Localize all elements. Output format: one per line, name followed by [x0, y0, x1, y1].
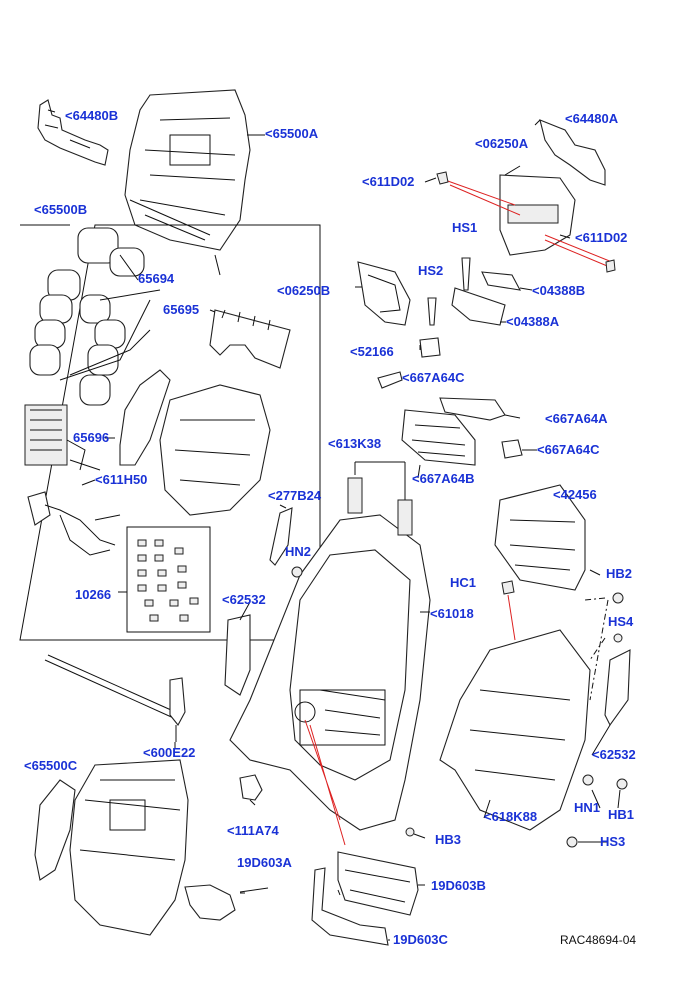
- cover-06250a: [499, 174, 576, 256]
- label-613k38: <613K38: [328, 436, 382, 451]
- back-frame-inner: [159, 384, 271, 516]
- label-hn2: HN2: [285, 544, 312, 559]
- clip-611d02-left: [436, 171, 449, 185]
- screw-hs1: [461, 257, 471, 291]
- label-611h50: <611H50: [95, 472, 148, 487]
- nut-hn1: [582, 774, 594, 786]
- red-leader-lines-mid: [304, 594, 516, 846]
- panel-667a64b: [401, 409, 476, 466]
- rod-600e22: [44, 654, 186, 742]
- screw-hs3: [566, 836, 578, 848]
- frame-618k88: [439, 629, 591, 831]
- label-65694: 65694: [138, 271, 175, 286]
- label-65696: 65696: [73, 430, 110, 445]
- actuator-613k38: [347, 461, 413, 536]
- label-61018: <61018: [430, 606, 474, 621]
- cover-667a64c-bottom: [501, 439, 523, 459]
- diagram-reference: RAC48694-04: [560, 933, 637, 947]
- cover-667a64a: [439, 397, 506, 421]
- bracket-04388a: [451, 287, 506, 326]
- label-leader-lines: [81, 119, 621, 941]
- label-10266: 10266: [75, 587, 112, 602]
- label-111a74: <111A74: [227, 823, 279, 838]
- label-600e22: <600E22: [143, 745, 196, 760]
- bracket-62532-left: [224, 614, 251, 696]
- label-19d603a: 19D603A: [237, 855, 292, 870]
- bracket-62532-right: [604, 649, 631, 727]
- label-42456: <42456: [553, 487, 597, 502]
- harness-611h50: [27, 491, 121, 556]
- label-06250a: <06250A: [475, 136, 529, 151]
- label-hs2: HS2: [418, 263, 444, 278]
- label-hb1: HB1: [608, 807, 635, 822]
- bracket-04388b: [481, 271, 522, 291]
- label-52166: <52166: [350, 344, 394, 359]
- label-65500a: <65500A: [265, 126, 319, 141]
- label-667a64b: <667A64B: [412, 471, 475, 486]
- label-hs3: HS3: [600, 834, 626, 849]
- screw-hs2: [427, 297, 437, 326]
- cover-667a64c-top: [377, 371, 403, 389]
- panel-06250b: [357, 261, 411, 326]
- label-611d02-left: <611D02: [362, 174, 415, 189]
- label-618k88: <618K88: [484, 809, 538, 824]
- frame-42456: [494, 484, 586, 591]
- label-65500c: <65500C: [24, 758, 78, 773]
- label-hs4: HS4: [608, 614, 634, 629]
- label-667a64c-top: <667A64C: [402, 370, 465, 385]
- module-65696: [24, 404, 101, 471]
- bracket-277b24: [269, 507, 293, 566]
- label-04388b: <04388B: [532, 283, 586, 298]
- label-62532-left: <62532: [222, 592, 266, 607]
- part-19d603c: [311, 867, 389, 946]
- label-hs1: HS1: [452, 220, 478, 235]
- clip-hc1: [501, 580, 515, 595]
- label-667a64a: <667A64A: [545, 411, 608, 426]
- label-hc1: HC1: [450, 575, 477, 590]
- label-65500b: <65500B: [34, 202, 88, 217]
- main-frame-61018: [229, 514, 431, 831]
- connector-111a74: [239, 774, 263, 801]
- label-65695: 65695: [163, 302, 200, 317]
- part-19d603a: [184, 884, 269, 921]
- red-leader-lines-top: [444, 179, 613, 269]
- bolt-hb3: [405, 827, 415, 837]
- bracket-64480a: [539, 119, 606, 186]
- label-hn1: HN1: [574, 800, 601, 815]
- label-64480b: <64480B: [65, 108, 119, 123]
- heater-mat-65694: [29, 227, 161, 406]
- clips-10266: [118, 526, 211, 633]
- label-19d603c: 19D603C: [393, 932, 448, 947]
- bracket-64480b: [37, 99, 109, 166]
- label-hb2: HB2: [606, 566, 633, 581]
- label-611d02-right: <611D02: [575, 230, 628, 245]
- seat-back-frame-65500c: [34, 759, 189, 936]
- bolt-hb1: [616, 778, 628, 790]
- label-06250b: <06250B: [277, 283, 331, 298]
- plate-65695: [209, 309, 291, 369]
- label-19d603b: 19D603B: [431, 878, 486, 893]
- label-hb3: HB3: [435, 832, 462, 847]
- bolt-hb2: [584, 592, 624, 604]
- label-04388a: <04388A: [506, 314, 560, 329]
- label-277b24: <277B24: [268, 488, 322, 503]
- label-62532-right: <62532: [592, 747, 636, 762]
- lumbar-cushion: [119, 369, 171, 466]
- seat-back-frame-65500a: [124, 89, 251, 276]
- part-19d603b: [337, 851, 419, 916]
- nut-hn2: [291, 566, 303, 578]
- screw-hs4: [589, 599, 623, 701]
- label-667a64c-bottom: <667A64C: [537, 442, 600, 457]
- label-64480a: <64480A: [565, 111, 619, 126]
- clip-611d02-right: [605, 259, 616, 273]
- clip-52166: [419, 337, 441, 358]
